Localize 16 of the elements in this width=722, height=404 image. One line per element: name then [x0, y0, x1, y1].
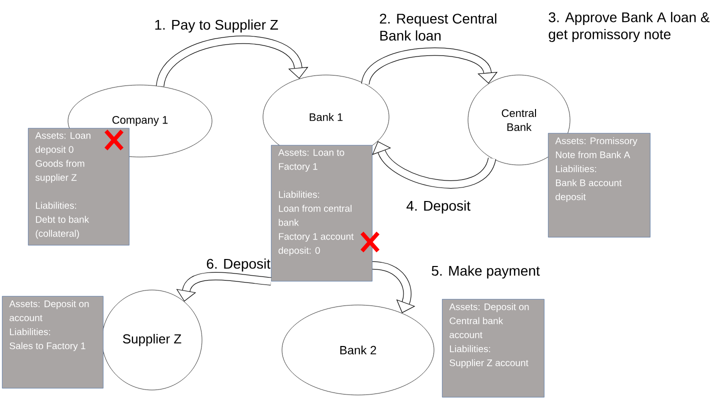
ellipse-node: Supplier Z: [102, 290, 202, 390]
block-arrow: [372, 141, 496, 189]
ellipse-node: Bank 2: [282, 304, 434, 396]
note-box: Assets: Loan deposit 0 Goods from supplier Z Liabilities: Debt to bank (collateral): [28, 128, 130, 246]
edge-label: 6. Deposit: [206, 258, 270, 272]
edge-label: 1. Pay to Supplier Z: [155, 19, 278, 33]
edge-label: 5. Make payment: [432, 265, 540, 279]
edge-label: 4. Deposit: [406, 200, 470, 214]
note-box: Assets: Deposit on account Liabilities: Sales to Factory 1: [2, 296, 104, 388]
block-arrow: [156, 36, 308, 88]
step-label: 3. Approve Bank A loan & get promissory note: [548, 12, 710, 42]
note-box: Assets: Promissory Note from Bank A Liabilities: Bank B account deposit: [548, 133, 650, 238]
block-arrow: [361, 48, 498, 86]
note-box: Assets: Loan to Factory 1 Liabilities: Loan from central bank Factory 1 account deposit: 0: [271, 145, 372, 282]
edge-label: 2. Request Central Bank loan: [380, 13, 496, 41]
note-box: Assets: Deposit on Central bank account Liabilities: Supplier Z account: [442, 299, 544, 398]
